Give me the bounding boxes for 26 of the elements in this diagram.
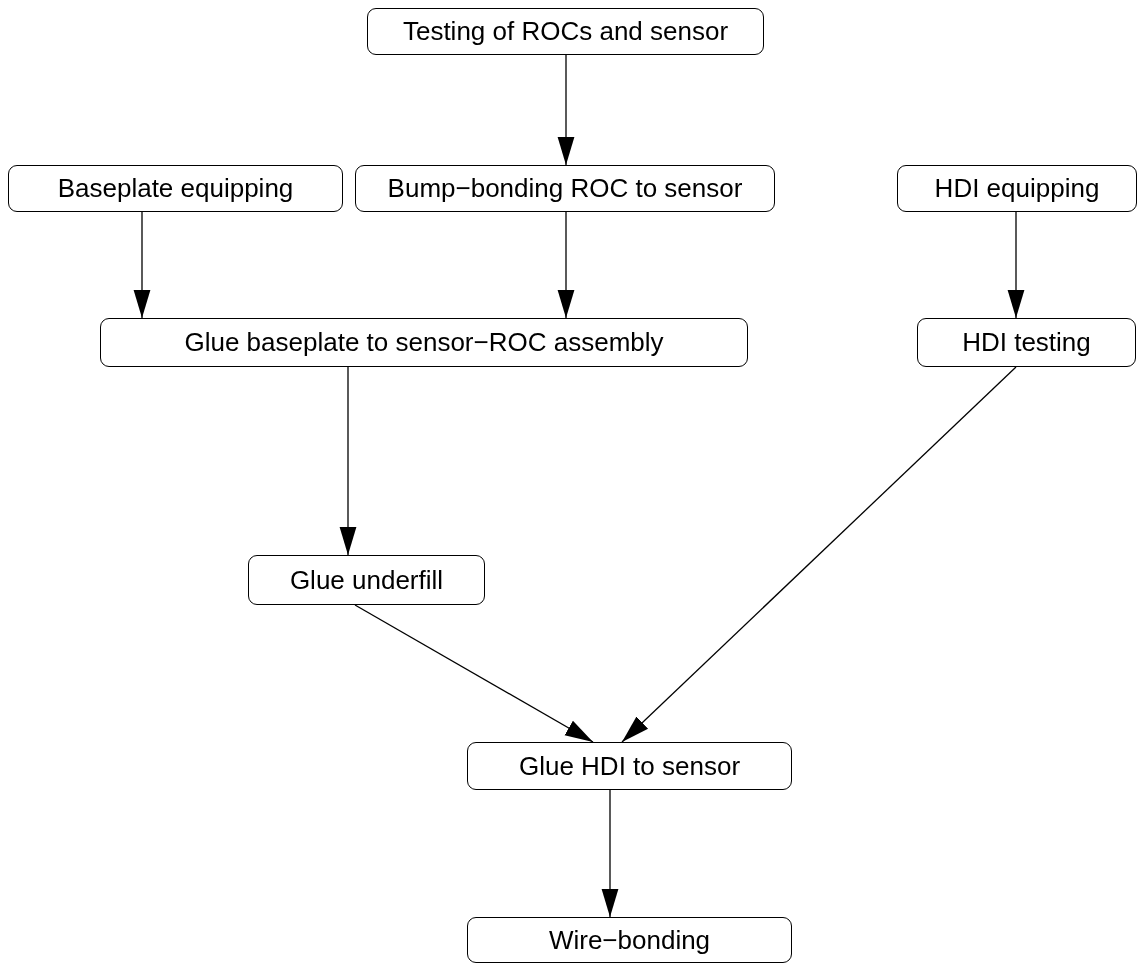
process-box <box>467 742 792 790</box>
step-label: Glue underfill <box>289 564 444 596</box>
arrow <box>557 54 575 166</box>
arrow <box>133 211 151 319</box>
arrow <box>621 366 1017 743</box>
arrow <box>601 789 619 918</box>
step-label: Wire−bonding <box>548 924 711 956</box>
process-box <box>367 8 764 55</box>
arrow <box>339 366 357 556</box>
arrow <box>354 604 594 743</box>
step-label: HDI testing <box>962 327 1091 358</box>
process-box <box>100 318 748 367</box>
step-label: Glue HDI to sensor <box>518 750 741 782</box>
arrow <box>557 211 575 319</box>
process-box <box>897 165 1137 212</box>
step-label: Testing of ROCs and sensor <box>402 16 729 47</box>
arrow <box>1007 211 1025 319</box>
step-label: Baseplate equipping <box>57 173 294 204</box>
step-label: Glue baseplate to sensor−ROC assembly <box>184 327 664 358</box>
process-box <box>467 917 792 963</box>
process-box <box>248 555 485 605</box>
process-box <box>355 165 775 212</box>
step-label: HDI equipping <box>934 173 1100 204</box>
step-label: Bump−bonding ROC to sensor <box>387 173 743 204</box>
process-box <box>917 318 1136 367</box>
process-box <box>8 165 343 212</box>
